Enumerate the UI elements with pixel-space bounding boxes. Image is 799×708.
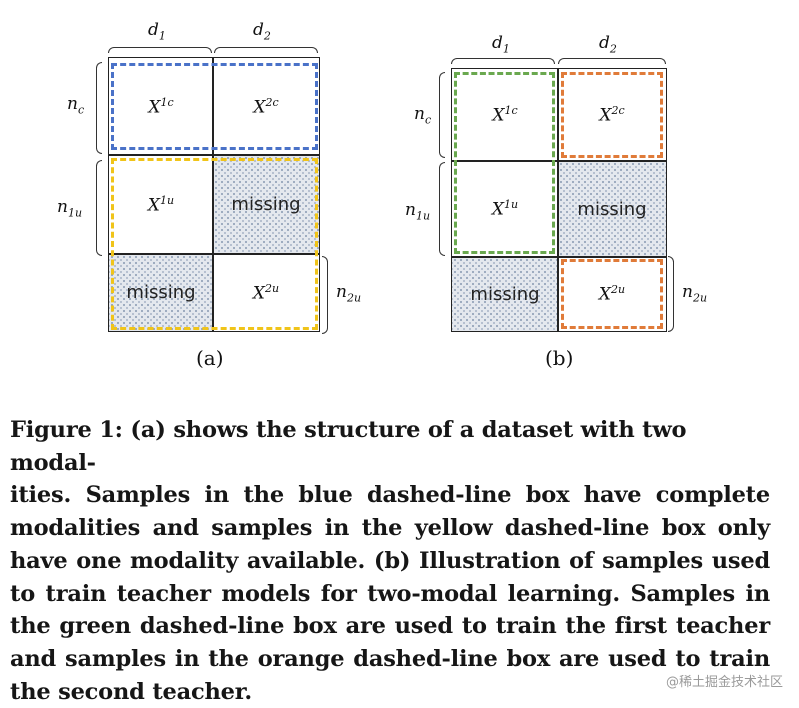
brace-d1-a <box>108 47 212 53</box>
cell-x1c-b: X1c <box>492 104 518 126</box>
missing-cell-top-a: missing <box>213 155 319 254</box>
blue-dashed-box <box>111 63 318 150</box>
label-nc-a: nc <box>67 94 85 117</box>
label-d1-a: d1 <box>148 20 166 43</box>
grid-divider <box>452 160 666 162</box>
brace-n2u-a <box>322 256 328 334</box>
caption-line: and samples in the orange dashed-line bo… <box>10 645 770 672</box>
label-d2-a: d2 <box>253 20 271 43</box>
label-n1u-a: n1u <box>57 197 83 220</box>
label-n2u-b: n2u <box>682 282 708 305</box>
caption-line: to train teacher models for two-modal le… <box>10 580 770 607</box>
brace-n1u-b <box>439 162 445 256</box>
orange-dashed-box-bottom <box>561 259 663 329</box>
watermark: @稀土掘金技术社区 <box>665 675 783 690</box>
cell-x2c-a: X2c <box>253 95 279 118</box>
label-nc-b: nc <box>414 104 432 127</box>
missing-cell-bottom-b: missing <box>452 257 558 331</box>
caption-line: Figure 1: (a) shows the structure of a d… <box>10 417 687 476</box>
grid-divider <box>452 256 666 258</box>
missing-cell-top-b: missing <box>558 161 666 257</box>
cell-x1c-a: X1c <box>148 95 174 118</box>
cell-x2u-b: X2u <box>598 283 626 305</box>
caption-line: modalities and samples in the yellow das… <box>10 515 770 542</box>
grid-divider <box>557 69 559 331</box>
cell-x1u-a: X1u <box>147 193 175 216</box>
brace-nc-a <box>96 62 102 154</box>
yellow-dashed-box <box>111 158 318 330</box>
grid-divider <box>212 58 214 331</box>
caption-line: ities. Samples in the blue dashed-line b… <box>10 482 770 509</box>
matrix-grid-b: missing missing X1c X2c X1u X2u <box>451 68 667 332</box>
caption-line: have one modality available. (b) Illustr… <box>10 547 770 574</box>
cell-x2c-b: X2c <box>599 104 625 126</box>
brace-d1-b <box>451 58 555 64</box>
brace-n2u-b <box>668 256 674 332</box>
matrix-grid-a: missing missing X1c X2c X1u X2u <box>108 57 320 332</box>
brace-nc-b <box>439 72 445 158</box>
cell-x1u-b: X1u <box>491 198 519 220</box>
label-n1u-b: n1u <box>405 200 431 223</box>
figure-caption: Figure 1: (a) shows the structure of a d… <box>10 414 770 708</box>
cell-x2u-a: X2u <box>252 281 280 304</box>
label-d1-b: d1 <box>492 33 510 56</box>
brace-d2-b <box>558 58 666 64</box>
brace-n1u-a <box>96 160 102 256</box>
label-d2-b: d2 <box>599 33 617 56</box>
panel-label-b: (b) <box>545 346 574 370</box>
brace-d2-a <box>214 47 318 53</box>
grid-divider <box>109 154 319 156</box>
green-dashed-box <box>454 72 555 254</box>
panel-label-a: (a) <box>196 346 224 370</box>
caption-line: the second teacher. <box>10 678 252 705</box>
caption-line: the green dashed-line box are used to tr… <box>10 613 770 640</box>
label-n2u-a: n2u <box>336 282 362 305</box>
grid-divider <box>109 253 319 255</box>
missing-cell-bottom-a: missing <box>109 254 213 331</box>
orange-dashed-box-top <box>561 72 663 158</box>
